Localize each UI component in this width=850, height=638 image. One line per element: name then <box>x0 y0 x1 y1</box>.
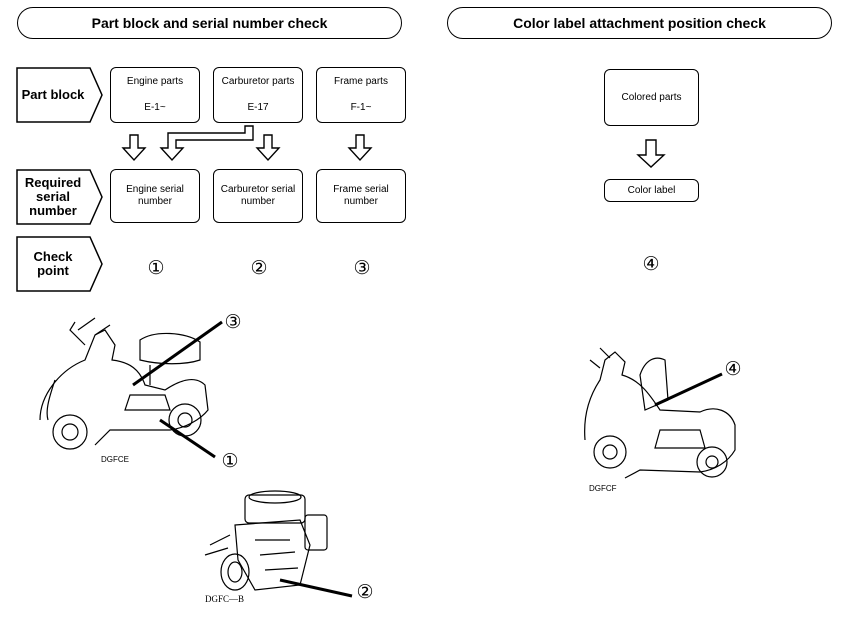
scooter-right-illustration <box>584 347 736 479</box>
engine-parts-name: Engine parts <box>126 76 184 87</box>
frame-serial-box: Frame serial number <box>316 169 406 223</box>
arrow-down-icon <box>347 134 373 162</box>
callout-2: ② <box>356 582 374 603</box>
carburetor-caption: DGFC—B <box>205 594 245 604</box>
color-label-box: Color label <box>604 179 699 202</box>
check-point-4: ④ <box>642 254 660 275</box>
check-point-2: ② <box>250 258 268 279</box>
engine-serial-box: Engine serial number <box>110 169 200 223</box>
callout-1: ① <box>221 451 239 472</box>
check-point-label: Check point <box>33 249 73 278</box>
check-point-3: ③ <box>353 258 371 279</box>
engine-parts-code: E-1~ <box>144 102 166 113</box>
right-section-header: Color label attachment position check <box>447 7 832 39</box>
carburetor-serial-box: Carburetor serial number <box>213 169 303 223</box>
carburetor-parts-code: E-17 <box>247 102 269 113</box>
scooter-left-illustration <box>39 317 209 450</box>
frame-parts-code: F-1~ <box>350 102 372 113</box>
callout-4: ④ <box>724 359 742 380</box>
required-serial-label: Required serial number <box>24 175 82 218</box>
part-block-label: Part block <box>21 87 85 102</box>
scooter-left-caption: DGFCE <box>101 455 129 464</box>
arrow-down-icon <box>636 139 666 168</box>
frame-parts-box: Frame parts F-1~ <box>316 67 406 123</box>
carburetor-illustration <box>204 490 328 591</box>
required-serial-tag: Required serial number <box>16 169 104 225</box>
frame-parts-name: Frame parts <box>334 76 388 87</box>
engine-parts-box: Engine parts E-1~ <box>110 67 200 123</box>
colored-parts-box: Colored parts <box>604 69 699 126</box>
scooter-right-caption: DGFCF <box>589 484 617 493</box>
part-block-tag: Part block <box>16 67 104 123</box>
arrow-down-icon <box>255 134 281 162</box>
carburetor-parts-name: Carburetor parts <box>221 76 295 87</box>
arrow-down-icon <box>121 134 147 162</box>
callout-3: ③ <box>224 312 242 333</box>
carburetor-parts-box: Carburetor parts E-17 <box>213 67 303 123</box>
check-point-tag: Check point <box>16 236 104 292</box>
check-point-1: ① <box>147 258 165 279</box>
left-section-header: Part block and serial number check <box>17 7 402 39</box>
bent-arrow-icon <box>159 125 254 162</box>
